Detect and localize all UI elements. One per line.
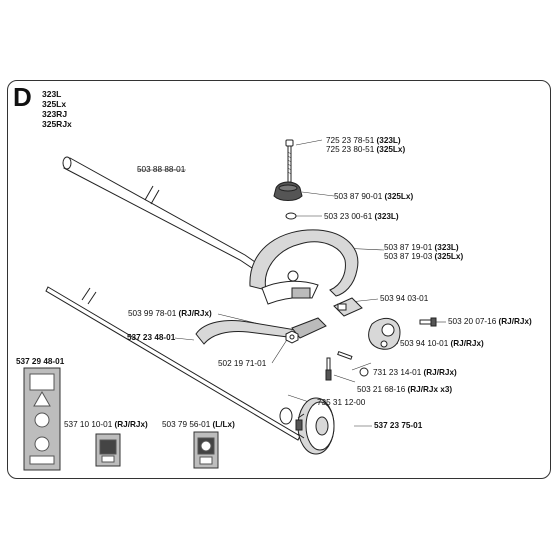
part-label: 503 87 19-01 (323L): [384, 243, 459, 252]
model-label: 325Lx: [42, 99, 67, 109]
knob-part: [273, 181, 303, 201]
part-label: 503 87 19-03 (325Lx): [384, 252, 464, 261]
part-label: 735 31 12-00: [317, 398, 366, 407]
tube-part: [62, 156, 256, 269]
part-label: 503 99 78-01 (RJ/RJx): [128, 309, 212, 318]
nut-part: [285, 330, 299, 344]
part-label: 503 94 03-01: [380, 294, 429, 303]
part-label: 503 21 68-16 (RJ/RJx x3): [357, 385, 453, 394]
part-label: 503 87 90-01 (325Lx): [334, 192, 414, 201]
part-label: 503 88 88-01: [137, 165, 186, 174]
part-label: 537 10 10-01 (RJ/RJx): [64, 420, 148, 429]
bolt-part: [285, 139, 294, 183]
part-label: 537 23 75-01: [374, 421, 423, 430]
shield-part: [195, 317, 327, 345]
part-label: 503 79 56-01 (L/Lx): [162, 420, 235, 429]
section-letter: D: [13, 82, 32, 112]
part-label: 503 20 07-16 (RJ/RJx): [448, 317, 532, 326]
model-label: 323RJ: [42, 109, 68, 119]
nut-part: [359, 367, 369, 377]
decal-part: [95, 433, 121, 467]
ring-part: [279, 407, 293, 425]
part-label: 731 23 14-01 (RJ/RJx): [373, 368, 457, 377]
model-list: 323L 325Lx 323RJ 325RJx: [42, 89, 72, 129]
part-label: 503 94 10-01 (RJ/RJx): [400, 339, 484, 348]
bracket-part: [333, 297, 363, 317]
part-label: 503 23 00-61 (323L): [324, 212, 399, 221]
handle-part: [249, 229, 359, 305]
diagram-frame: [7, 80, 551, 479]
part-label: 725 23 78-51 (323L): [326, 136, 401, 145]
model-label: 325RJx: [42, 119, 72, 129]
decal-part: [193, 431, 219, 469]
part-label: 537 23 48-01: [127, 333, 176, 342]
part-label: 725 23 80-51 (325Lx): [326, 145, 406, 154]
screw-part: [419, 317, 437, 327]
clamp-part: [368, 317, 401, 350]
model-label: 323L: [42, 89, 62, 99]
part-label: 537 29 48-01: [16, 357, 65, 366]
drum-part: [295, 397, 335, 455]
decal-part: [23, 367, 61, 471]
part-label: 502 19 71-01: [218, 359, 267, 368]
drive-shaft-part: [45, 286, 301, 441]
screw-part: [325, 351, 353, 381]
washer-part: [285, 212, 297, 220]
